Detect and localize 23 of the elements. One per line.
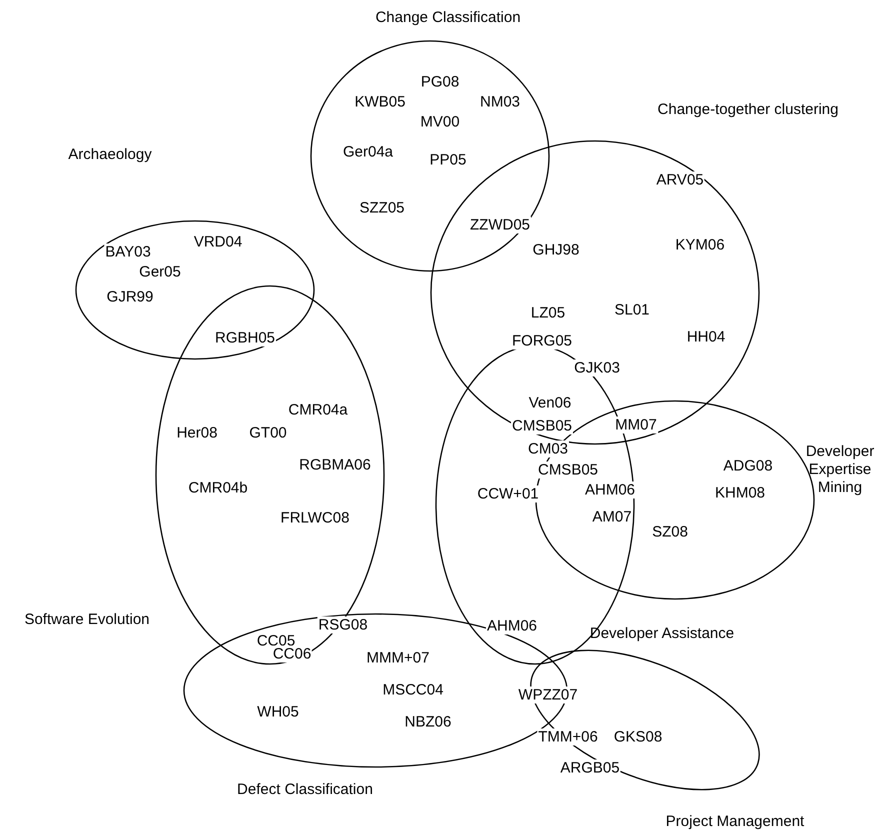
item-label: ZZWD05 — [469, 216, 531, 234]
item-label: AHM06 — [584, 482, 636, 498]
item-label: TMM+06 — [537, 728, 599, 746]
set-label: Developer Assistance — [590, 625, 734, 643]
item-label: GJK03 — [573, 360, 621, 376]
item-label: CMSB05 — [536, 462, 600, 478]
set-label: Software Evolution — [24, 611, 150, 629]
item-label: CC06 — [272, 646, 312, 662]
item-label: WPZZ07 — [517, 686, 579, 704]
set-label: Change-together clustering — [658, 101, 838, 119]
item-label: CM03 — [527, 440, 569, 458]
item-label: MM07 — [614, 416, 658, 434]
item-label: AHM06 — [486, 618, 538, 634]
set-label: Developer Expertise Mining — [804, 443, 876, 497]
set-label: Project Management — [666, 813, 804, 831]
item-label: AM07 — [591, 508, 633, 526]
item-label: RGBH05 — [214, 330, 276, 346]
set-label: Change Classification — [375, 9, 521, 27]
set-label: Archaeology — [68, 146, 152, 164]
item-label: CCW+01 — [476, 486, 540, 502]
set-label: Defect Classification — [237, 781, 373, 799]
item-label: FORG05 — [511, 332, 573, 350]
item-label: CMSB05 — [510, 418, 574, 434]
